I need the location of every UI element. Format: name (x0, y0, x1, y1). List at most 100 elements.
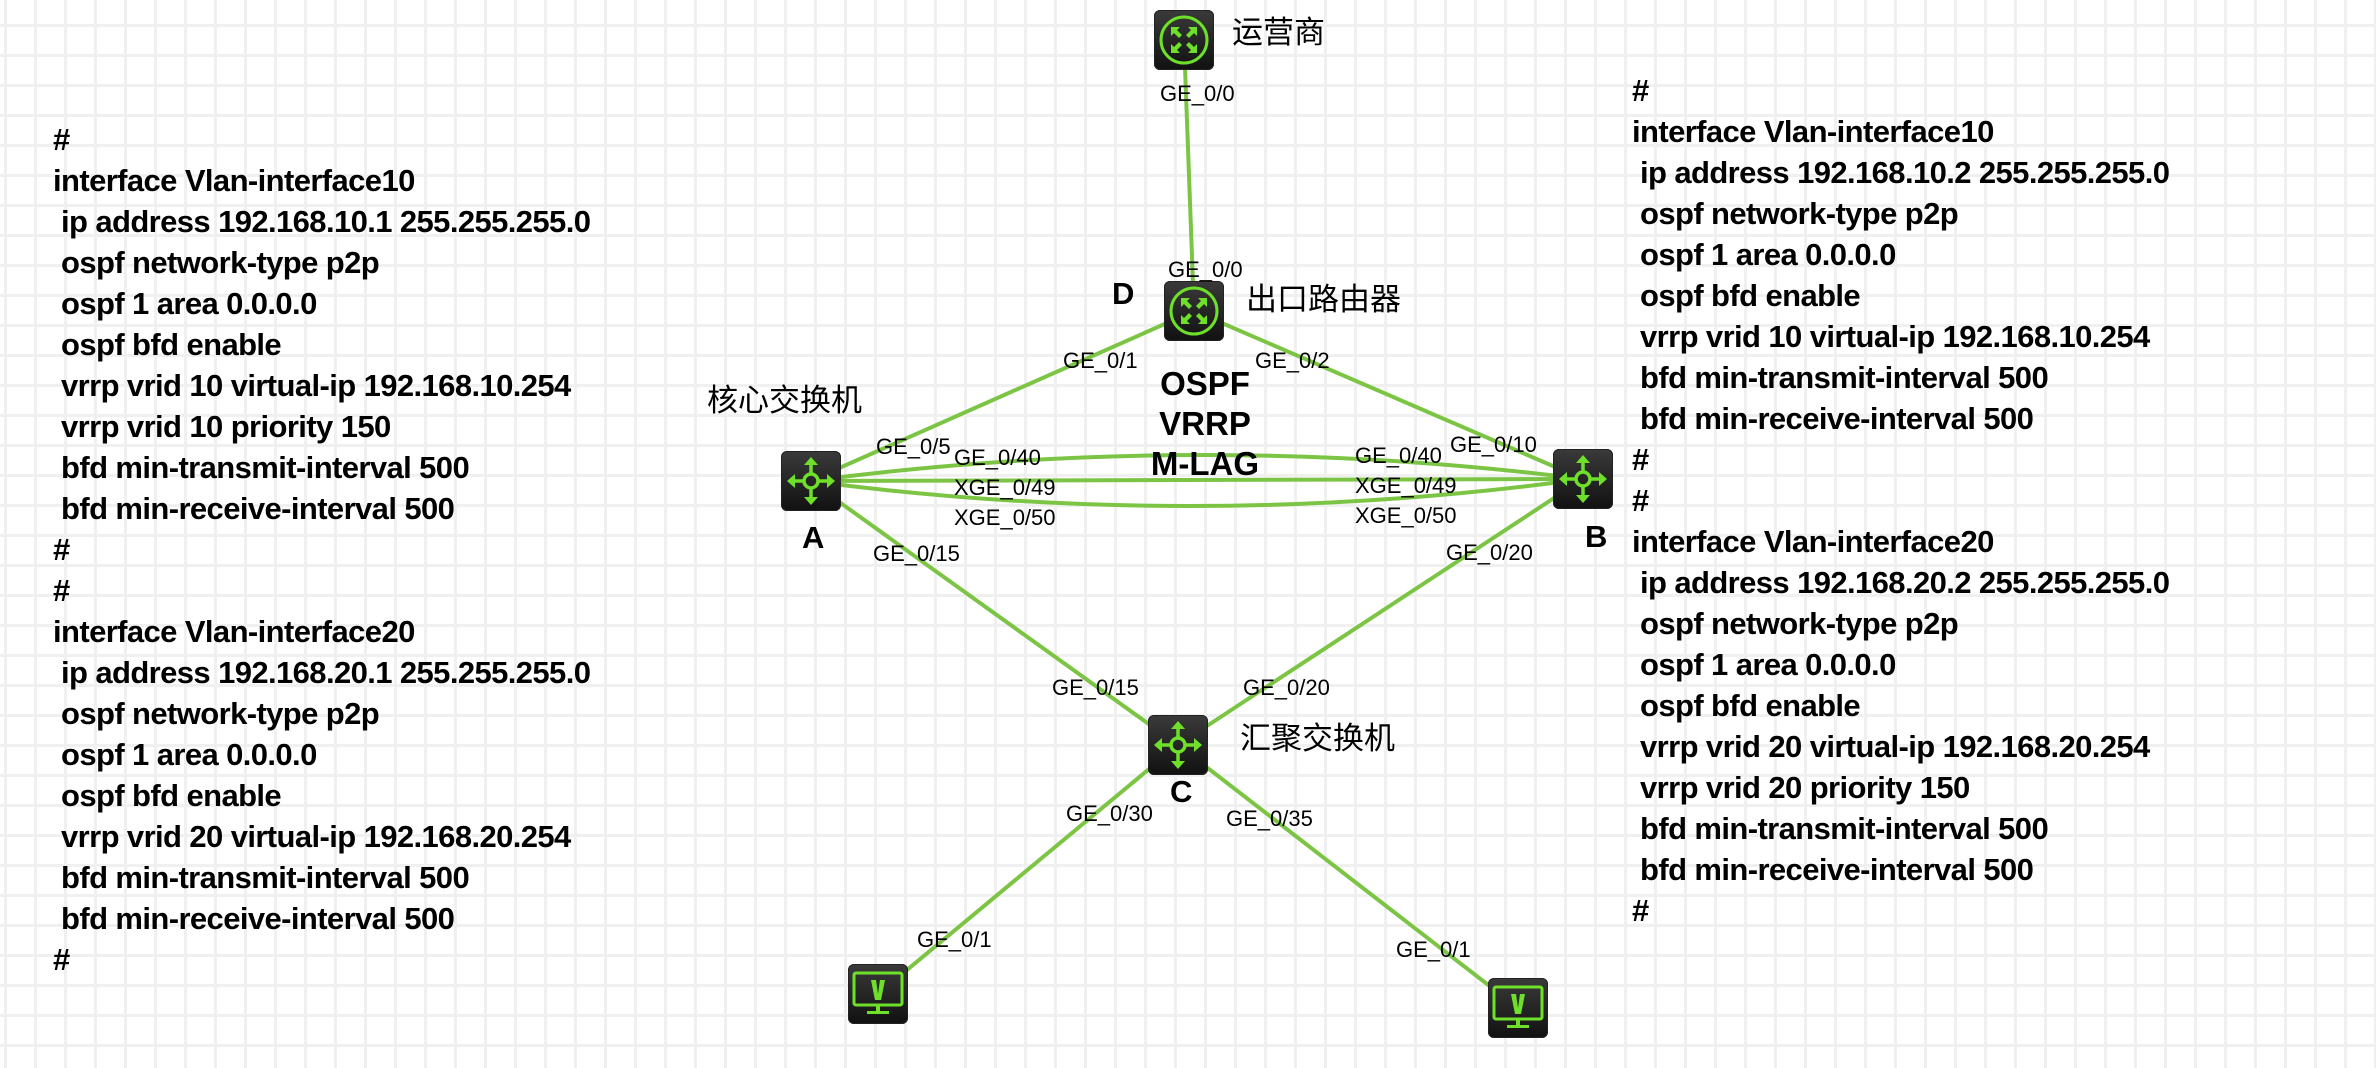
node-letter-d: D (1112, 276, 1135, 311)
protocol-mlag: M-LAG (1150, 445, 1260, 482)
pc-left-node[interactable] (848, 964, 908, 1024)
egress-router-label: 出口路由器 (1246, 282, 1401, 318)
config-line: # (53, 942, 70, 977)
port-label-d-ge0-1: GE_0/1 (1063, 348, 1138, 373)
link-c-pc2[interactable] (1176, 743, 1520, 1010)
pc-monitor-icon (852, 971, 904, 1014)
carrier-router-node[interactable] (1154, 10, 1214, 70)
config-line: ospf 1 area 0.0.0.0 (1632, 237, 1896, 272)
config-line: # (53, 532, 70, 567)
port-label-a-xge0-50: XGE_0/50 (954, 505, 1056, 530)
switch-icon (787, 457, 835, 505)
port-label-d-ge0-0: GE_0/0 (1168, 257, 1243, 282)
config-line: bfd min-receive-interval 500 (53, 491, 455, 526)
port-label-b-ge0-40: GE_0/40 (1355, 443, 1442, 468)
protocol-labels: OSPF VRRP M-LAG (1140, 364, 1270, 484)
egress-router-d-node[interactable] (1164, 281, 1224, 341)
port-label-b-ge0-10: GE_0/10 (1450, 432, 1537, 457)
port-label-c-ge0-15: GE_0/15 (1052, 675, 1139, 700)
port-label-b-ge0-20: GE_0/20 (1446, 540, 1533, 565)
port-label-b-xge0-50: XGE_0/50 (1355, 503, 1457, 528)
switch-icon (1559, 455, 1607, 503)
core-switch-label: 核心交换机 (707, 383, 862, 419)
config-line: # (53, 573, 70, 608)
pc-right-node[interactable] (1488, 978, 1548, 1038)
port-label-a-xge0-49: XGE_0/49 (954, 475, 1056, 500)
config-block-left: # interface Vlan-interface10 ip address 1… (53, 119, 591, 980)
aggregation-switch-label: 汇聚交换机 (1240, 721, 1395, 757)
link-d-a[interactable] (808, 309, 1196, 483)
config-line: bfd min-transmit-interval 500 (1632, 811, 2049, 846)
config-line: ip address 192.168.20.1 255.255.255.0 (53, 655, 591, 690)
config-line: # (1632, 893, 1649, 928)
switch-icon (1154, 721, 1202, 769)
config-line: interface Vlan-interface20 (1632, 524, 1994, 559)
protocol-ospf: OSPF (1160, 365, 1250, 402)
aggregation-switch-c-node[interactable] (1148, 715, 1208, 775)
core-switch-b-node[interactable] (1553, 449, 1613, 509)
port-label-pc1-ge0-1: GE_0/1 (917, 927, 992, 952)
config-line: bfd min-receive-interval 500 (1632, 401, 2034, 436)
port-label-c-ge0-20: GE_0/20 (1243, 675, 1330, 700)
link-carrier-d[interactable] (1182, 38, 1196, 313)
config-line: bfd min-transmit-interval 500 (53, 860, 470, 895)
config-line: bfd min-receive-interval 500 (53, 901, 455, 936)
pc-monitor-icon (1492, 985, 1544, 1028)
port-label-carrier-ge0-0: GE_0/0 (1160, 81, 1235, 106)
config-line: ospf 1 area 0.0.0.0 (53, 737, 317, 772)
config-line: bfd min-transmit-interval 500 (53, 450, 470, 485)
config-line: ospf bfd enable (1632, 688, 1861, 723)
port-label-c-ge0-35: GE_0/35 (1226, 806, 1313, 831)
config-line: ospf bfd enable (1632, 278, 1861, 313)
config-line: ip address 192.168.20.2 255.255.255.0 (1632, 565, 2170, 600)
config-line: vrrp vrid 20 priority 150 (1632, 770, 1970, 805)
config-line: ospf network-type p2p (1632, 606, 1959, 641)
config-line: # (1632, 483, 1649, 518)
config-line: # (53, 122, 70, 157)
router-icon (1169, 286, 1219, 336)
node-letter-a: A (802, 520, 825, 555)
carrier-label: 运营商 (1232, 15, 1325, 51)
config-line: interface Vlan-interface10 (1632, 114, 1994, 149)
config-line: ospf bfd enable (53, 778, 282, 813)
link-a-b-xge50[interactable] (808, 477, 1585, 508)
link-a-b-ge40[interactable] (808, 453, 1585, 483)
config-line: bfd min-receive-interval 500 (1632, 852, 2034, 887)
port-label-pc2-ge0-1: GE_0/1 (1396, 937, 1471, 962)
config-line: ospf bfd enable (53, 327, 282, 362)
config-line: bfd min-transmit-interval 500 (1632, 360, 2049, 395)
link-a-b-xge49[interactable] (808, 477, 1585, 483)
config-line: vrrp vrid 20 virtual-ip 192.168.20.254 (53, 819, 571, 854)
config-line: ospf network-type p2p (1632, 196, 1959, 231)
config-line: ip address 192.168.10.1 255.255.255.0 (53, 204, 591, 239)
core-switch-a-node[interactable] (781, 451, 841, 511)
link-a-c[interactable] (808, 479, 1180, 747)
config-line: ip address 192.168.10.2 255.255.255.0 (1632, 155, 2170, 190)
config-line: vrrp vrid 10 virtual-ip 192.168.10.254 (53, 368, 571, 403)
config-line: ospf 1 area 0.0.0.0 (53, 286, 317, 321)
config-line: # (1632, 73, 1649, 108)
config-line: ospf network-type p2p (53, 245, 380, 280)
port-label-b-xge0-49: XGE_0/49 (1355, 473, 1457, 498)
port-label-a-ge0-15: GE_0/15 (873, 541, 960, 566)
port-label-d-ge0-2: GE_0/2 (1255, 348, 1330, 373)
config-line: # (1632, 442, 1649, 477)
config-line: ospf network-type p2p (53, 696, 380, 731)
node-letter-b: B (1585, 519, 1608, 554)
config-line: vrrp vrid 20 virtual-ip 192.168.20.254 (1632, 729, 2150, 764)
link-c-pc1[interactable] (876, 743, 1180, 996)
port-label-a-ge0-40: GE_0/40 (954, 445, 1041, 470)
link-d-b[interactable] (1192, 309, 1585, 481)
port-label-a-ge0-5: GE_0/5 (876, 434, 951, 459)
config-line: vrrp vrid 10 priority 150 (53, 409, 391, 444)
node-letter-c: C (1170, 774, 1193, 809)
router-icon (1159, 15, 1209, 65)
config-line: interface Vlan-interface20 (53, 614, 415, 649)
link-b-c[interactable] (1176, 477, 1585, 747)
port-label-c-ge0-30: GE_0/30 (1066, 801, 1153, 826)
config-block-right: # interface Vlan-interface10 ip address 1… (1632, 70, 2170, 931)
config-line: interface Vlan-interface10 (53, 163, 415, 198)
config-line: vrrp vrid 10 virtual-ip 192.168.10.254 (1632, 319, 2150, 354)
